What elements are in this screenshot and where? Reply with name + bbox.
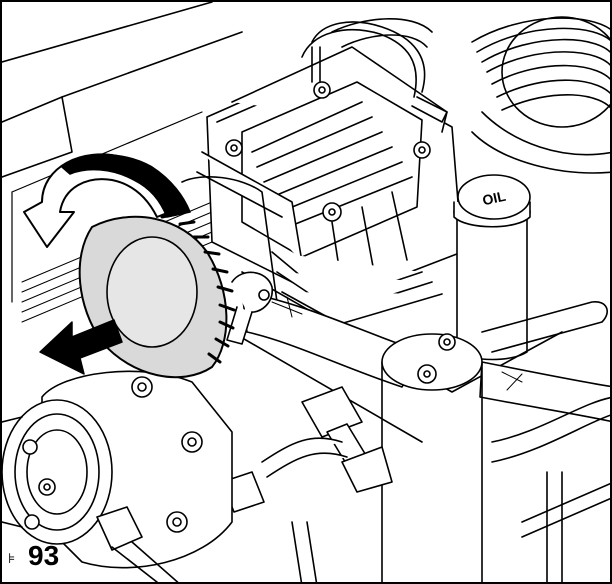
clutch-housing [2,370,233,569]
figure-number: 93 [28,540,60,571]
pipe-fittings [221,386,393,582]
lower-nut [96,506,179,582]
figure-tick-mark: ⊧ [8,550,16,566]
push-arrow-icon [39,319,123,375]
cylinder-head [196,46,463,325]
oil-cap-label: OIL [481,188,508,209]
side-tubes [481,301,610,582]
rotation-arrow-icon [23,153,191,248]
head-bolts [225,81,431,222]
belt-pulley [471,16,610,174]
cover-cap [78,212,236,379]
filter-canister [381,333,483,582]
hose-clamp [226,271,273,345]
oil-filler-tube [453,174,531,361]
cooling-tubes [301,18,448,123]
